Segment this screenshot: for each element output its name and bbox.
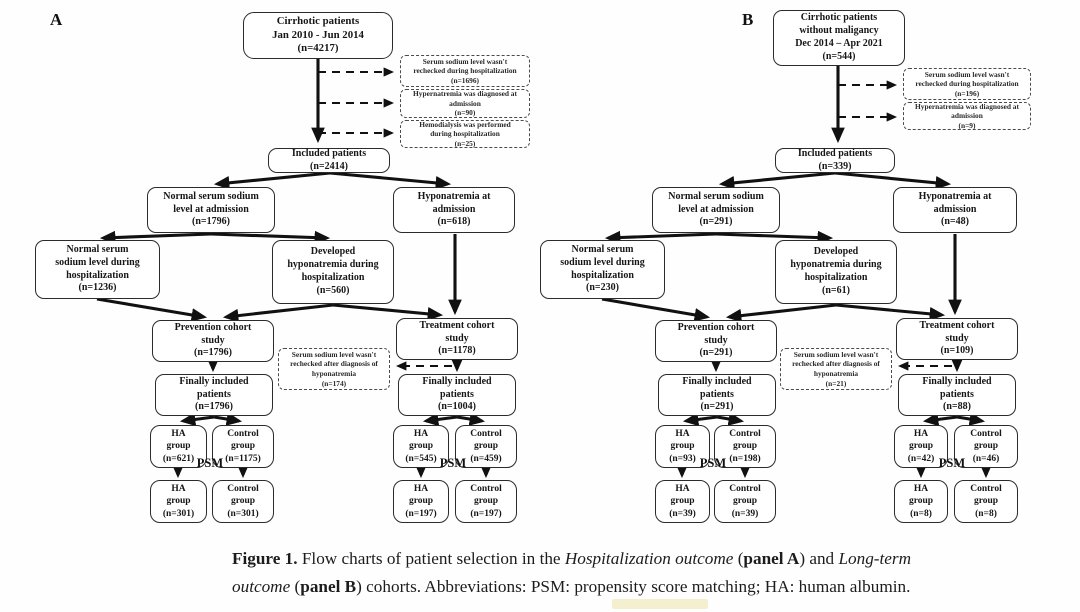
caption-bold-panel-a: panel A bbox=[743, 549, 800, 568]
caption-figure-label: Figure 1. bbox=[232, 549, 298, 568]
highlight-scan-artifact bbox=[612, 599, 708, 609]
node-a-finally-included-prevention: Finally included patients (n=1796) bbox=[155, 374, 273, 416]
node-b-treatment-cohort: Treatment cohort study (n=109) bbox=[896, 318, 1018, 360]
node-b-ha-group-prevention: HA group (n=93) bbox=[655, 425, 710, 468]
caption-text: ) cohorts. Abbreviations: PSM: propensit… bbox=[356, 576, 911, 596]
caption-bold-panel-b: panel B bbox=[300, 576, 357, 596]
caption-line-2: outcome (panel B) cohorts. Abbreviations… bbox=[232, 573, 1064, 601]
caption-italic-outcome: outcome bbox=[232, 576, 291, 596]
node-b-control-group-treatment-psm: Control group (n=8) bbox=[954, 480, 1018, 523]
node-a-ha-group-prevention-psm: HA group (n=301) bbox=[150, 480, 207, 523]
caption-italic-long-term: Long-term bbox=[838, 549, 912, 568]
node-b-ha-group-treatment-psm: HA group (n=8) bbox=[894, 480, 948, 523]
node-b-excluded-not-rechecked: Serum sodium level wasn't rechecked duri… bbox=[903, 68, 1031, 100]
node-a-prevention-cohort: Prevention cohort study (n=1796) bbox=[152, 320, 274, 362]
node-a-normal-sodium-hospitalization: Normal serum sodium level during hospita… bbox=[35, 240, 160, 299]
caption-text: Flow charts of patient selection in the bbox=[297, 549, 565, 568]
node-b-control-group-treatment: Control group (n=46) bbox=[954, 425, 1018, 468]
node-a-control-group-prevention-psm: Control group (n=301) bbox=[212, 480, 274, 523]
psm-label-b-prevention: PSM bbox=[699, 456, 727, 470]
node-a-ha-group-treatment-psm: HA group (n=197) bbox=[393, 480, 449, 523]
psm-label-b-treatment: PSM bbox=[938, 456, 966, 470]
node-a-excluded-not-rechecked: Serum sodium level wasn't rechecked duri… bbox=[400, 55, 530, 87]
node-a-ha-group-treatment: HA group (n=545) bbox=[393, 425, 449, 468]
node-b-ha-group-prevention-psm: HA group (n=39) bbox=[655, 480, 710, 523]
psm-label-a-prevention: PSM bbox=[196, 456, 224, 470]
figure-caption: Figure 1. Flow charts of patient selecti… bbox=[232, 545, 1064, 600]
node-a-control-group-treatment: Control group (n=459) bbox=[455, 425, 517, 468]
node-b-normal-sodium-admission: Normal serum sodium level at admission (… bbox=[652, 187, 780, 233]
node-a-control-group-prevention: Control group (n=1175) bbox=[212, 425, 274, 468]
node-b-excluded-hypernatremia: Hypernatremia was diagnosed at admission… bbox=[903, 102, 1031, 130]
caption-text: ( bbox=[290, 576, 301, 596]
node-b-control-group-prevention: Control group (n=198) bbox=[714, 425, 776, 468]
node-b-excluded-not-rechecked-after-diagnosis: Serum sodium level wasn't rechecked afte… bbox=[780, 348, 892, 390]
node-b-finally-included-treatment: Finally included patients (n=88) bbox=[898, 374, 1016, 416]
caption-italic-hospitalization-outcome: Hospitalization outcome bbox=[564, 549, 734, 568]
panel-label-b: B bbox=[742, 10, 754, 29]
node-a-hyponatremia-admission: Hyponatremia at admission (n=618) bbox=[393, 187, 515, 233]
node-a-excluded-hypernatremia: Hypernatremia was diagnosed at admission… bbox=[400, 89, 530, 118]
node-b-finally-included-prevention: Finally included patients (n=291) bbox=[658, 374, 776, 416]
node-a-cirrhotic-patients: Cirrhotic patients Jan 2010 - Jun 2014 (… bbox=[243, 12, 393, 59]
node-a-normal-sodium-admission: Normal serum sodium level at admission (… bbox=[147, 187, 275, 233]
node-a-included-patients: Included patients (n=2414) bbox=[268, 148, 390, 173]
node-b-developed-hyponatremia: Developed hyponatremia during hospitaliz… bbox=[775, 240, 897, 304]
caption-text: ( bbox=[733, 549, 744, 568]
node-b-normal-sodium-hospitalization: Normal serum sodium level during hospita… bbox=[540, 240, 665, 299]
node-a-control-group-treatment-psm: Control group (n=197) bbox=[455, 480, 517, 523]
node-b-ha-group-treatment: HA group (n=42) bbox=[894, 425, 948, 468]
node-b-hyponatremia-admission: Hyponatremia at admission (n=48) bbox=[893, 187, 1017, 233]
node-a-ha-group-prevention: HA group (n=621) bbox=[150, 425, 207, 468]
node-a-excluded-not-rechecked-after-diagnosis: Serum sodium level wasn't rechecked afte… bbox=[278, 348, 390, 390]
node-b-control-group-prevention-psm: Control group (n=39) bbox=[714, 480, 776, 523]
caption-line-1: Figure 1. Flow charts of patient selecti… bbox=[232, 545, 1064, 573]
psm-label-a-treatment: PSM bbox=[439, 456, 467, 470]
node-a-excluded-hemodialysis: Hemodialysis was performed during hospit… bbox=[400, 120, 530, 148]
node-b-included-patients: Included patients (n=339) bbox=[775, 148, 895, 173]
panel-label-a: A bbox=[50, 10, 63, 29]
node-a-treatment-cohort: Treatment cohort study (n=1178) bbox=[396, 318, 518, 360]
caption-text: ) and bbox=[799, 549, 839, 568]
node-b-cirrhotic-patients: Cirrhotic patients without maligancy Dec… bbox=[773, 10, 905, 66]
node-b-prevention-cohort: Prevention cohort study (n=291) bbox=[655, 320, 777, 362]
node-a-developed-hyponatremia: Developed hyponatremia during hospitaliz… bbox=[272, 240, 394, 304]
node-a-finally-included-treatment: Finally included patients (n=1004) bbox=[398, 374, 516, 416]
